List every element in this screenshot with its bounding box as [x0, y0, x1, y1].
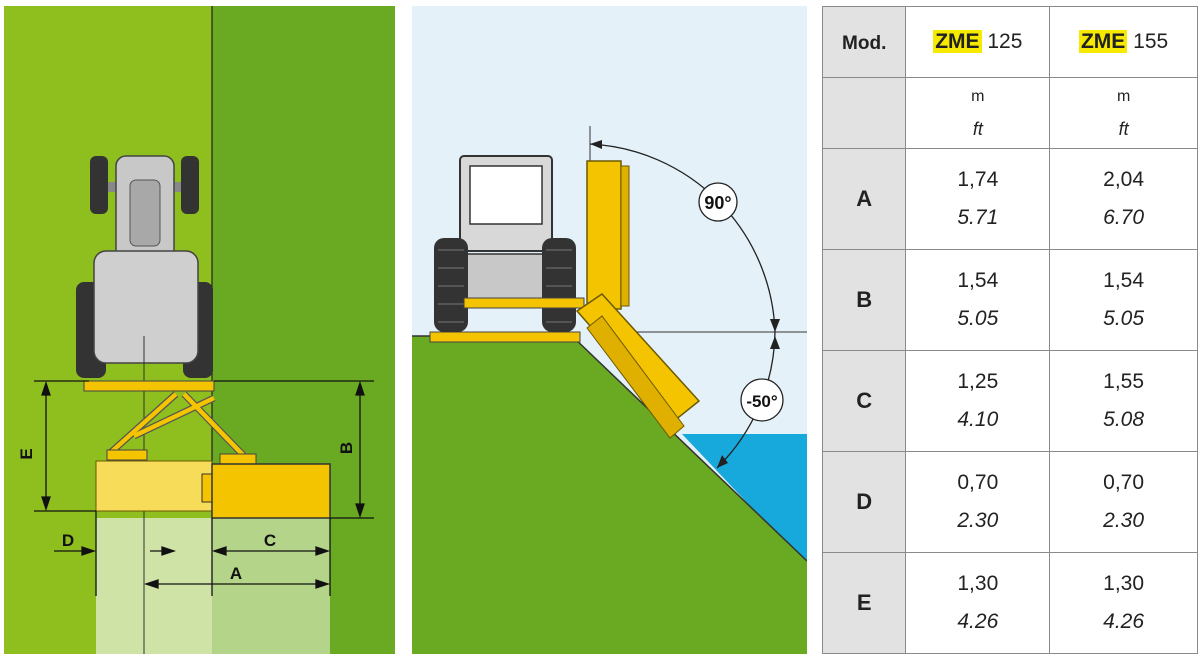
- dimension-B: [214, 380, 374, 519]
- angle-90-badge: [698, 182, 738, 222]
- model-2-number: 155: [1133, 30, 1169, 53]
- mulcher-work-position: [211, 463, 331, 519]
- label-A: A: [230, 564, 242, 583]
- units-corner: [821, 77, 907, 149]
- model-1-brand: ZME: [933, 30, 982, 53]
- mulcher-vertical-position: [586, 160, 622, 310]
- table-header-row: Mod. ZME 125 ZME 155: [821, 6, 1198, 78]
- front-tyre-right: [181, 156, 199, 214]
- dim-label-D: D: [821, 451, 907, 553]
- angle-minus-50-label: -50°: [746, 392, 778, 411]
- dim-label-B: B: [821, 249, 907, 351]
- dimension-D: [54, 511, 97, 596]
- dimension-C: [150, 518, 331, 596]
- angle-90-label: 90°: [704, 193, 731, 213]
- embankment: [412, 336, 807, 654]
- dim-label-A: A: [821, 148, 907, 250]
- top-view-svg: E B D C: [4, 6, 395, 654]
- tractor-rear-view: [429, 155, 585, 343]
- dimension-E: [34, 380, 96, 512]
- label-C: C: [264, 531, 276, 550]
- header-mod: Mod.: [821, 6, 907, 78]
- dim-label-C: C: [821, 350, 907, 452]
- hitch-bar: [83, 380, 215, 392]
- header-model-1: ZME 125: [905, 6, 1051, 78]
- side-view-diagram: 90° -50°: [412, 6, 807, 654]
- model-1-number: 125: [987, 30, 1023, 53]
- side-view-svg: 90° -50°: [412, 6, 807, 654]
- dim-label-E: E: [821, 552, 907, 654]
- label-B: B: [337, 442, 356, 454]
- tractor-cab: [93, 250, 199, 364]
- model-2-brand: ZME: [1078, 30, 1128, 53]
- dimension-A: [143, 579, 331, 589]
- angle-minus-50-badge: [740, 378, 784, 422]
- label-D: D: [62, 531, 74, 550]
- header-model-2: ZME 155: [1049, 6, 1198, 78]
- mulcher-transport-position: [95, 460, 213, 512]
- cut-swath-right: [212, 518, 330, 654]
- label-E: E: [17, 448, 36, 459]
- front-tyre-left: [90, 156, 108, 214]
- top-view-diagram: E B D C: [4, 6, 395, 654]
- tractor-top-view: [76, 155, 213, 654]
